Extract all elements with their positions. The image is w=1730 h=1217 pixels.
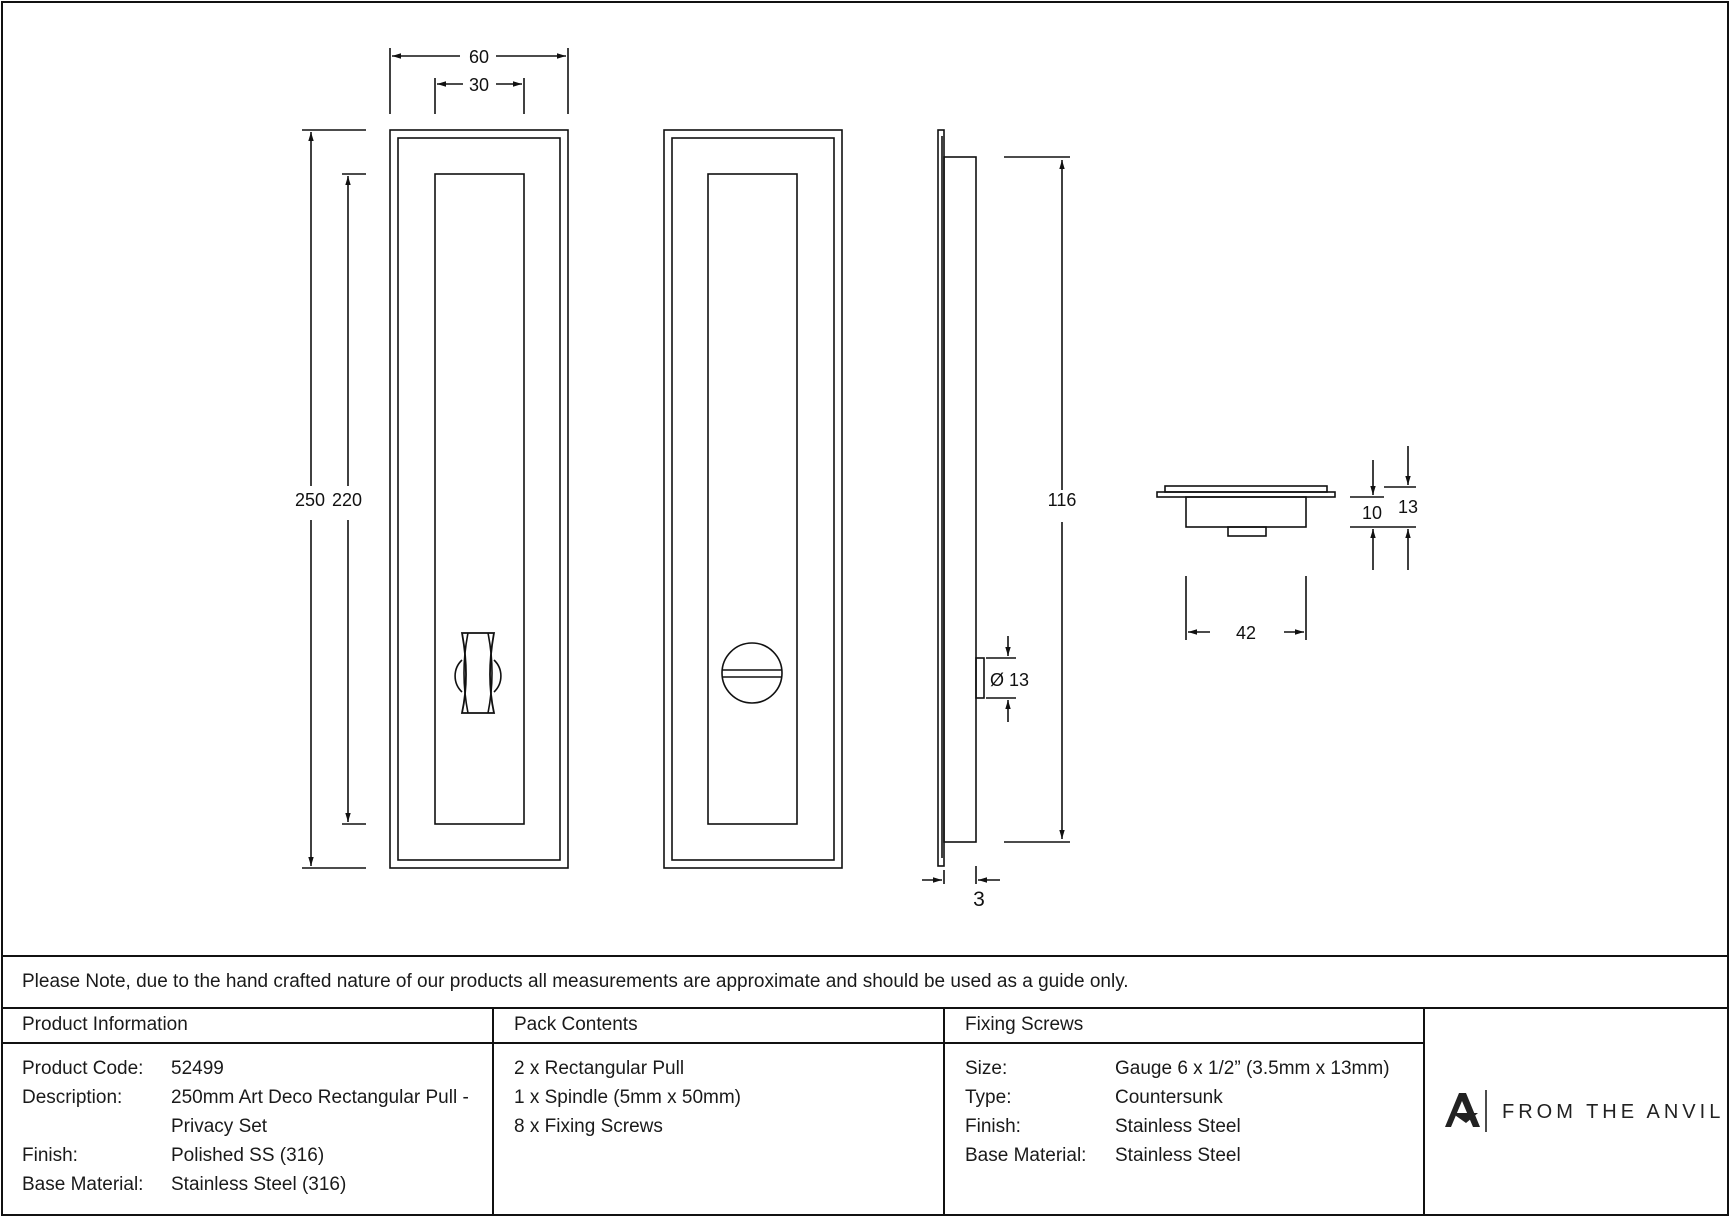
dim-height-inner: 220 <box>332 490 362 510</box>
dim-side-height: 116 <box>1048 490 1077 510</box>
base-material-label: Base Material: <box>22 1174 144 1195</box>
thumb-turn-icon <box>460 632 496 714</box>
dim-width-inner: 30 <box>469 75 489 95</box>
side-view <box>922 129 1070 884</box>
dim-height-outer: 250 <box>295 490 325 510</box>
screw-size-value: Gauge 6 x 1/2” (3.5mm x 13mm) <box>1115 1058 1390 1079</box>
product-code-label: Product Code: <box>22 1058 144 1079</box>
fixing-screws-heading: Fixing Screws <box>965 1014 1084 1035</box>
description-value: 250mm Art Deco Rectangular Pull - <box>171 1087 469 1108</box>
screw-base-material-label: Base Material: <box>965 1145 1087 1166</box>
screw-size-label: Size: <box>965 1058 1008 1079</box>
screw-base-material-value: Stainless Steel <box>1115 1145 1241 1166</box>
dim-width-outer: 60 <box>469 47 489 67</box>
front-view <box>389 129 569 869</box>
description-label: Description: <box>22 1087 123 1108</box>
screw-finish-label: Finish: <box>965 1116 1021 1137</box>
base-material-value: Stainless Steel (316) <box>171 1174 347 1195</box>
dim-spindle-diameter: Ø 13 <box>990 670 1029 690</box>
product-information-heading: Product Information <box>22 1014 188 1035</box>
description-value-line2: Privacy Set <box>171 1116 268 1137</box>
dim-side-thickness: 3 <box>973 888 985 911</box>
back-view <box>663 129 843 869</box>
screw-type-value: Countersunk <box>1115 1087 1223 1108</box>
pack-item: 1 x Spindle (5mm x 50mm) <box>514 1087 742 1108</box>
screw-finish-value: Stainless Steel <box>1115 1116 1241 1137</box>
top-view <box>1156 446 1416 640</box>
pack-item: 8 x Fixing Screws <box>514 1116 663 1137</box>
pack-contents-heading: Pack Contents <box>514 1014 638 1035</box>
dim-top-width: 42 <box>1236 623 1256 643</box>
emergency-release-icon <box>721 642 783 704</box>
finish-label: Finish: <box>22 1145 78 1166</box>
front-dimensions <box>302 48 569 869</box>
dim-top-depth-b: 13 <box>1398 497 1418 517</box>
brand-logo-icon <box>1445 1093 1480 1127</box>
info-table-lines <box>2 955 1728 1215</box>
screw-type-label: Type: <box>965 1087 1012 1108</box>
disclaimer-note: Please Note, due to the hand crafted nat… <box>22 971 1129 992</box>
pack-item: 2 x Rectangular Pull <box>514 1058 685 1079</box>
product-code-value: 52499 <box>171 1058 224 1079</box>
brand-name: FROM THE ANVIL <box>1502 1101 1725 1123</box>
finish-value: Polished SS (316) <box>171 1145 325 1166</box>
dim-top-depth-a: 10 <box>1362 503 1382 523</box>
